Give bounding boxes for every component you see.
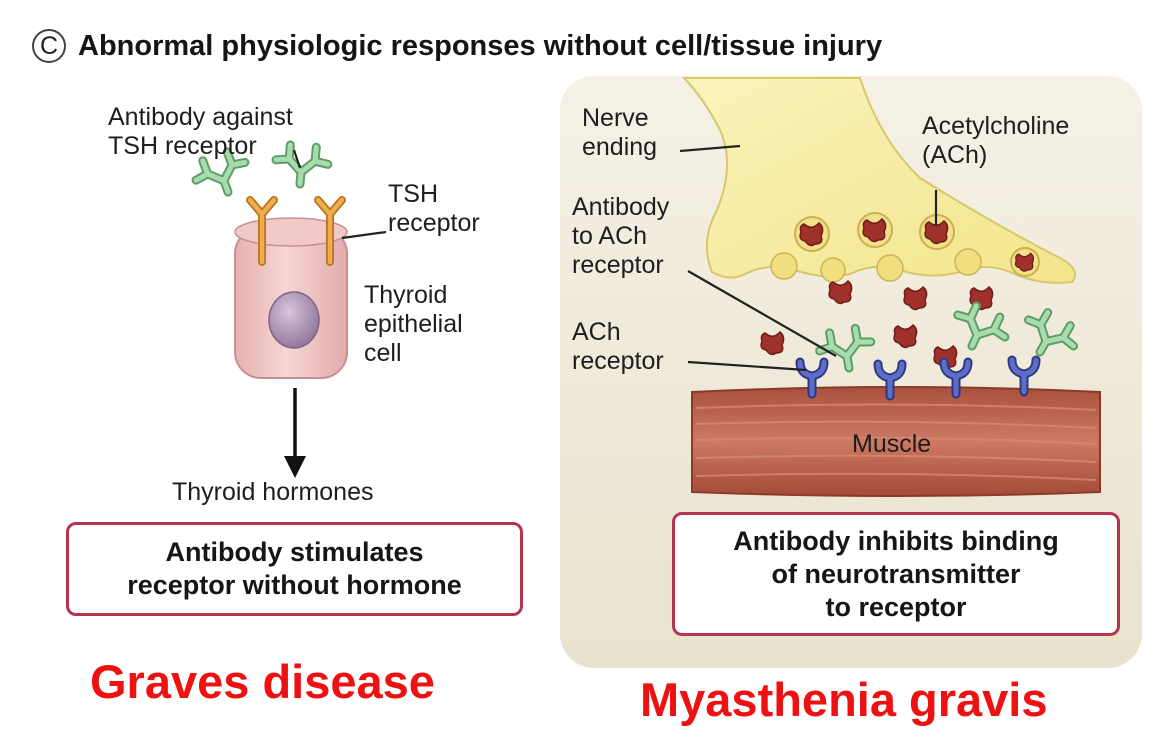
tsh-receptor-left [246,196,278,266]
label-line: TSH [388,180,438,208]
mechanism-line: receptor without hormone [127,570,462,600]
label-line: receptor [388,209,480,237]
figure-header: C Abnormal physiologic responses without… [32,26,882,66]
ach-antibody-label: Antibody to ACh receptor [572,193,669,280]
muscle-label: Muscle [852,430,932,458]
label-line: (ACh) [922,141,988,169]
label-line: ending [582,133,658,161]
graves-disease-title: Graves disease [90,655,435,708]
myasthenia-leader-lines [679,144,938,372]
acetylcholine-label: Acetylcholine (ACh) [922,112,1069,170]
label-line: Antibody [572,193,670,221]
nerve-ending-label: Nerve ending [582,104,657,162]
label-line: TSH receptor [108,132,257,160]
cell-nucleus [268,291,320,349]
vesicle-bumps [770,248,982,283]
myasthenia-mechanism-box: Antibody inhibits binding of neurotransm… [672,512,1120,636]
label-line: Thyroid [364,281,448,309]
figure-title: Abnormal physiologic responses without c… [78,29,883,62]
label-line: Nerve [582,104,649,132]
tsh-receptor-right [314,196,346,266]
thyroid-hormones-label: Thyroid hormones [172,478,374,506]
label-line: receptor [572,251,664,279]
label-line: cell [364,339,402,367]
label-line: epithelial [364,310,463,338]
mechanism-line: of neurotransmitter [771,558,1021,589]
ach-receptor-label: ACh receptor [572,318,664,376]
mechanism-line: Antibody stimulates [165,537,424,567]
tsh-receptor-label: TSH receptor [388,180,480,238]
hormone-arrow [284,388,306,478]
graves-mechanism-box: Antibody stimulates receptor without hor… [66,522,523,616]
label-line: Acetylcholine [922,112,1070,140]
label-line: ACh [572,318,621,346]
thyroid-cell-label: Thyroid epithelial cell [364,281,463,368]
panel-badge: C [32,29,66,63]
tsh-antibody-label: Antibody against TSH receptor [108,103,293,161]
graves-leader-lines [292,149,387,240]
mechanism-line: to receptor [825,591,967,622]
mechanism-line: Antibody inhibits binding [733,525,1059,556]
label-line: to ACh [572,222,648,250]
label-line: Antibody against [108,103,293,131]
muscle-fiber [691,386,1101,497]
label-line: receptor [572,347,664,375]
myasthenia-gravis-title: Myasthenia gravis [640,673,1048,726]
